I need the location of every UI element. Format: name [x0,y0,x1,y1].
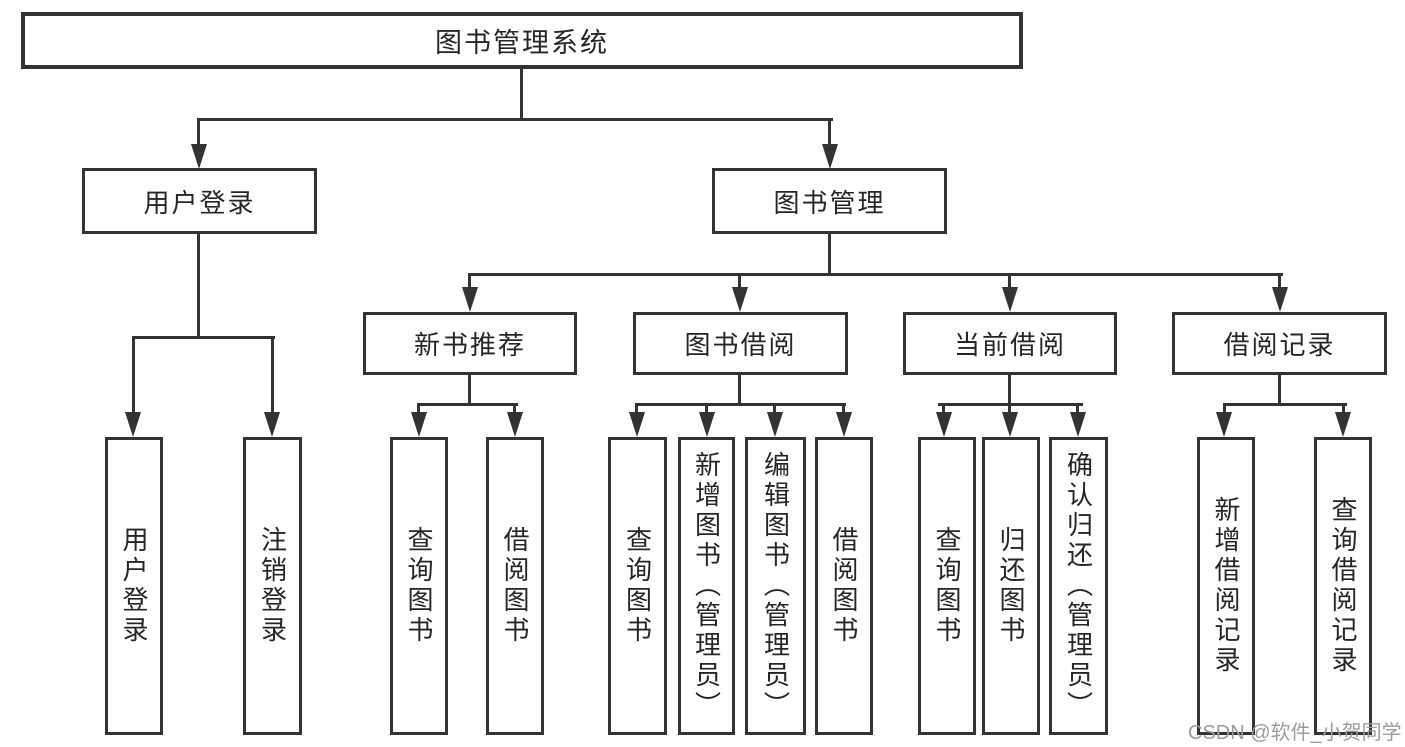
node-label: 查询图书 [404,526,434,646]
connector-vline [513,403,516,416]
leaf-borrow-books-recommend: 借阅图书 [486,437,544,735]
connector-vline [1008,403,1011,416]
leaf-query-borrow-record: 查询借阅记录 [1314,437,1372,735]
connector-hline [635,403,846,406]
leaf-logout: 注销登录 [243,437,302,735]
arrow-down-icon [1216,412,1232,437]
node-label: 图书管理 [773,187,886,218]
arrow-down-icon [767,412,783,437]
arrow-down-icon [507,412,523,437]
node-label: 查询图书 [932,526,962,646]
leaf-return-books: 归还图书 [982,437,1040,735]
leaf-query-books-borrowing: 查询图书 [608,437,667,735]
arrow-down-icon [732,287,748,312]
node-label: 借阅图书 [500,526,530,646]
node-label: 查询图书 [622,526,653,646]
connector-hline [417,403,518,406]
leaf-add-book-admin: 新增图书（管理员） [678,437,735,735]
node-label: 图书借阅 [684,330,797,360]
node-book-management: 图书管理 [712,168,947,234]
leaf-edit-book-admin: 编辑图书（管理员） [745,437,806,735]
arrow-down-icon [1272,287,1288,312]
connector-vline [738,273,741,291]
arrow-down-icon [264,412,280,437]
connector-vline [1342,403,1345,416]
arrow-down-icon [1002,412,1018,437]
node-label: 归还图书 [996,526,1026,646]
connector-vline [635,403,638,416]
connector-vline [1008,375,1011,406]
node-label: 确认归还（管理员） [1063,451,1094,721]
arrow-down-icon [462,287,478,312]
leaf-query-books-current: 查询图书 [918,437,976,735]
arrow-down-icon [411,412,427,437]
node-label: 用户登录 [119,526,149,646]
connector-vline [417,403,420,416]
leaf-confirm-return-admin: 确认归还（管理员） [1049,437,1108,735]
leaf-add-borrow-record: 新增借阅记录 [1197,437,1255,735]
connector-hline [132,336,275,339]
connector-hline [1223,403,1347,406]
connector-vline [468,375,471,406]
arrow-down-icon [1002,287,1018,312]
connector-vline [197,118,200,146]
arrow-down-icon [191,144,207,169]
node-borrowing-records: 借阅记录 [1172,312,1387,375]
arrow-down-icon [1070,412,1086,437]
node-label: 新增借阅记录 [1211,496,1241,676]
node-user-login-group: 用户登录 [82,168,317,234]
connector-vline [1278,375,1281,406]
watermark-text: CSDN @软件_小贺同学 [1188,722,1402,744]
node-book-borrowing: 图书借阅 [633,312,848,375]
arrow-down-icon [1335,412,1351,437]
arrow-down-icon [836,412,852,437]
connector-hline [468,273,1283,276]
connector-vline [1278,273,1281,291]
connector-vline [942,403,945,416]
node-label: 新书推荐 [413,330,526,360]
connector-vline [705,403,708,416]
leaf-borrow-books-borrowing: 借阅图书 [815,437,873,735]
connector-vline [197,234,200,338]
node-label: 注销登录 [257,526,288,646]
leaf-query-books-recommend: 查询图书 [390,437,448,735]
connector-vline [828,234,831,276]
node-current-borrowing: 当前借阅 [903,312,1117,375]
node-label: 图书管理系统 [435,28,609,58]
connector-vline [842,403,845,416]
node-label: 用户登录 [143,187,256,218]
arrow-down-icon [125,412,141,437]
arrow-down-icon [936,412,952,437]
arrow-down-icon [699,412,715,437]
connector-vline [520,69,523,121]
leaf-user-login: 用户登录 [105,437,163,735]
node-label: 当前借阅 [953,330,1066,360]
connector-vline [773,403,776,416]
connector-vline [271,336,274,415]
node-label: 编辑图书（管理员） [760,451,791,721]
node-label: 借阅记录 [1223,330,1336,360]
node-library-management-system: 图书管理系统 [21,12,1023,69]
connector-vline [738,375,741,406]
connector-vline [828,118,831,146]
connector-vline [1076,403,1079,416]
connector-vline [1008,273,1011,291]
connector-hline [197,118,833,121]
node-new-book-recommendation: 新书推荐 [363,312,577,375]
node-label: 新增图书（管理员） [691,451,722,721]
connector-vline [468,273,471,291]
node-label: 查询借阅记录 [1328,496,1358,676]
arrow-down-icon [629,412,645,437]
node-label: 借阅图书 [829,526,859,646]
connector-vline [1223,403,1226,416]
connector-vline [132,336,135,415]
arrow-down-icon [822,144,838,169]
